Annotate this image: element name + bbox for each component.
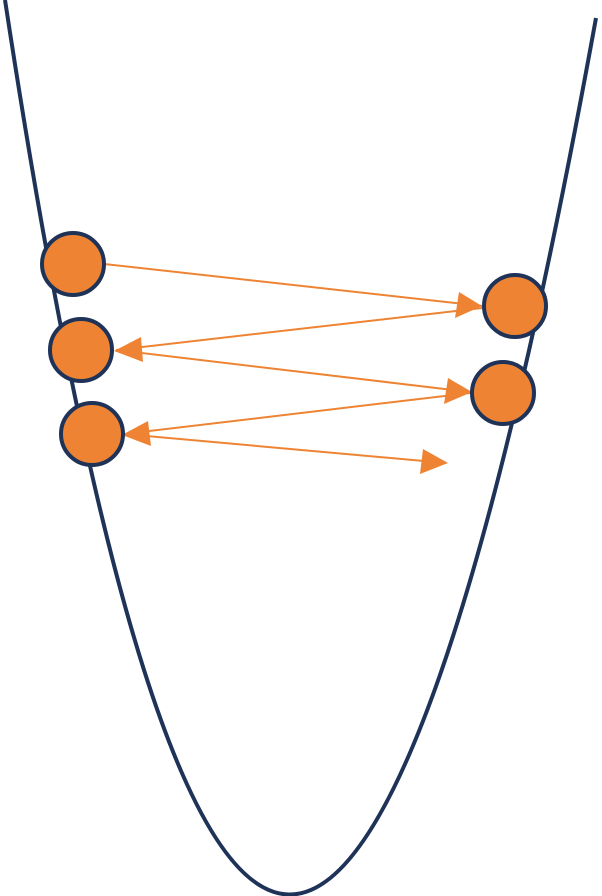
arrow-1: [103, 263, 483, 307]
arrowhead-1: [455, 292, 482, 318]
ball-4: [470, 360, 536, 426]
arrows-group: [103, 263, 483, 464]
ball-1: [40, 231, 106, 297]
ball-5: [59, 401, 125, 467]
arrow-4: [123, 392, 471, 435]
ball-2: [482, 273, 548, 339]
ball-3: [48, 317, 114, 383]
arrowhead-4: [122, 421, 151, 446]
arrow-3: [115, 349, 471, 393]
arrowhead-3: [444, 378, 472, 404]
arrowhead-2: [114, 337, 143, 362]
arrowheads-group: [114, 292, 482, 474]
arrowhead-5: [420, 449, 448, 474]
arrow-5: [123, 433, 447, 464]
balls-group: [40, 231, 548, 467]
arrow-2: [115, 307, 483, 351]
